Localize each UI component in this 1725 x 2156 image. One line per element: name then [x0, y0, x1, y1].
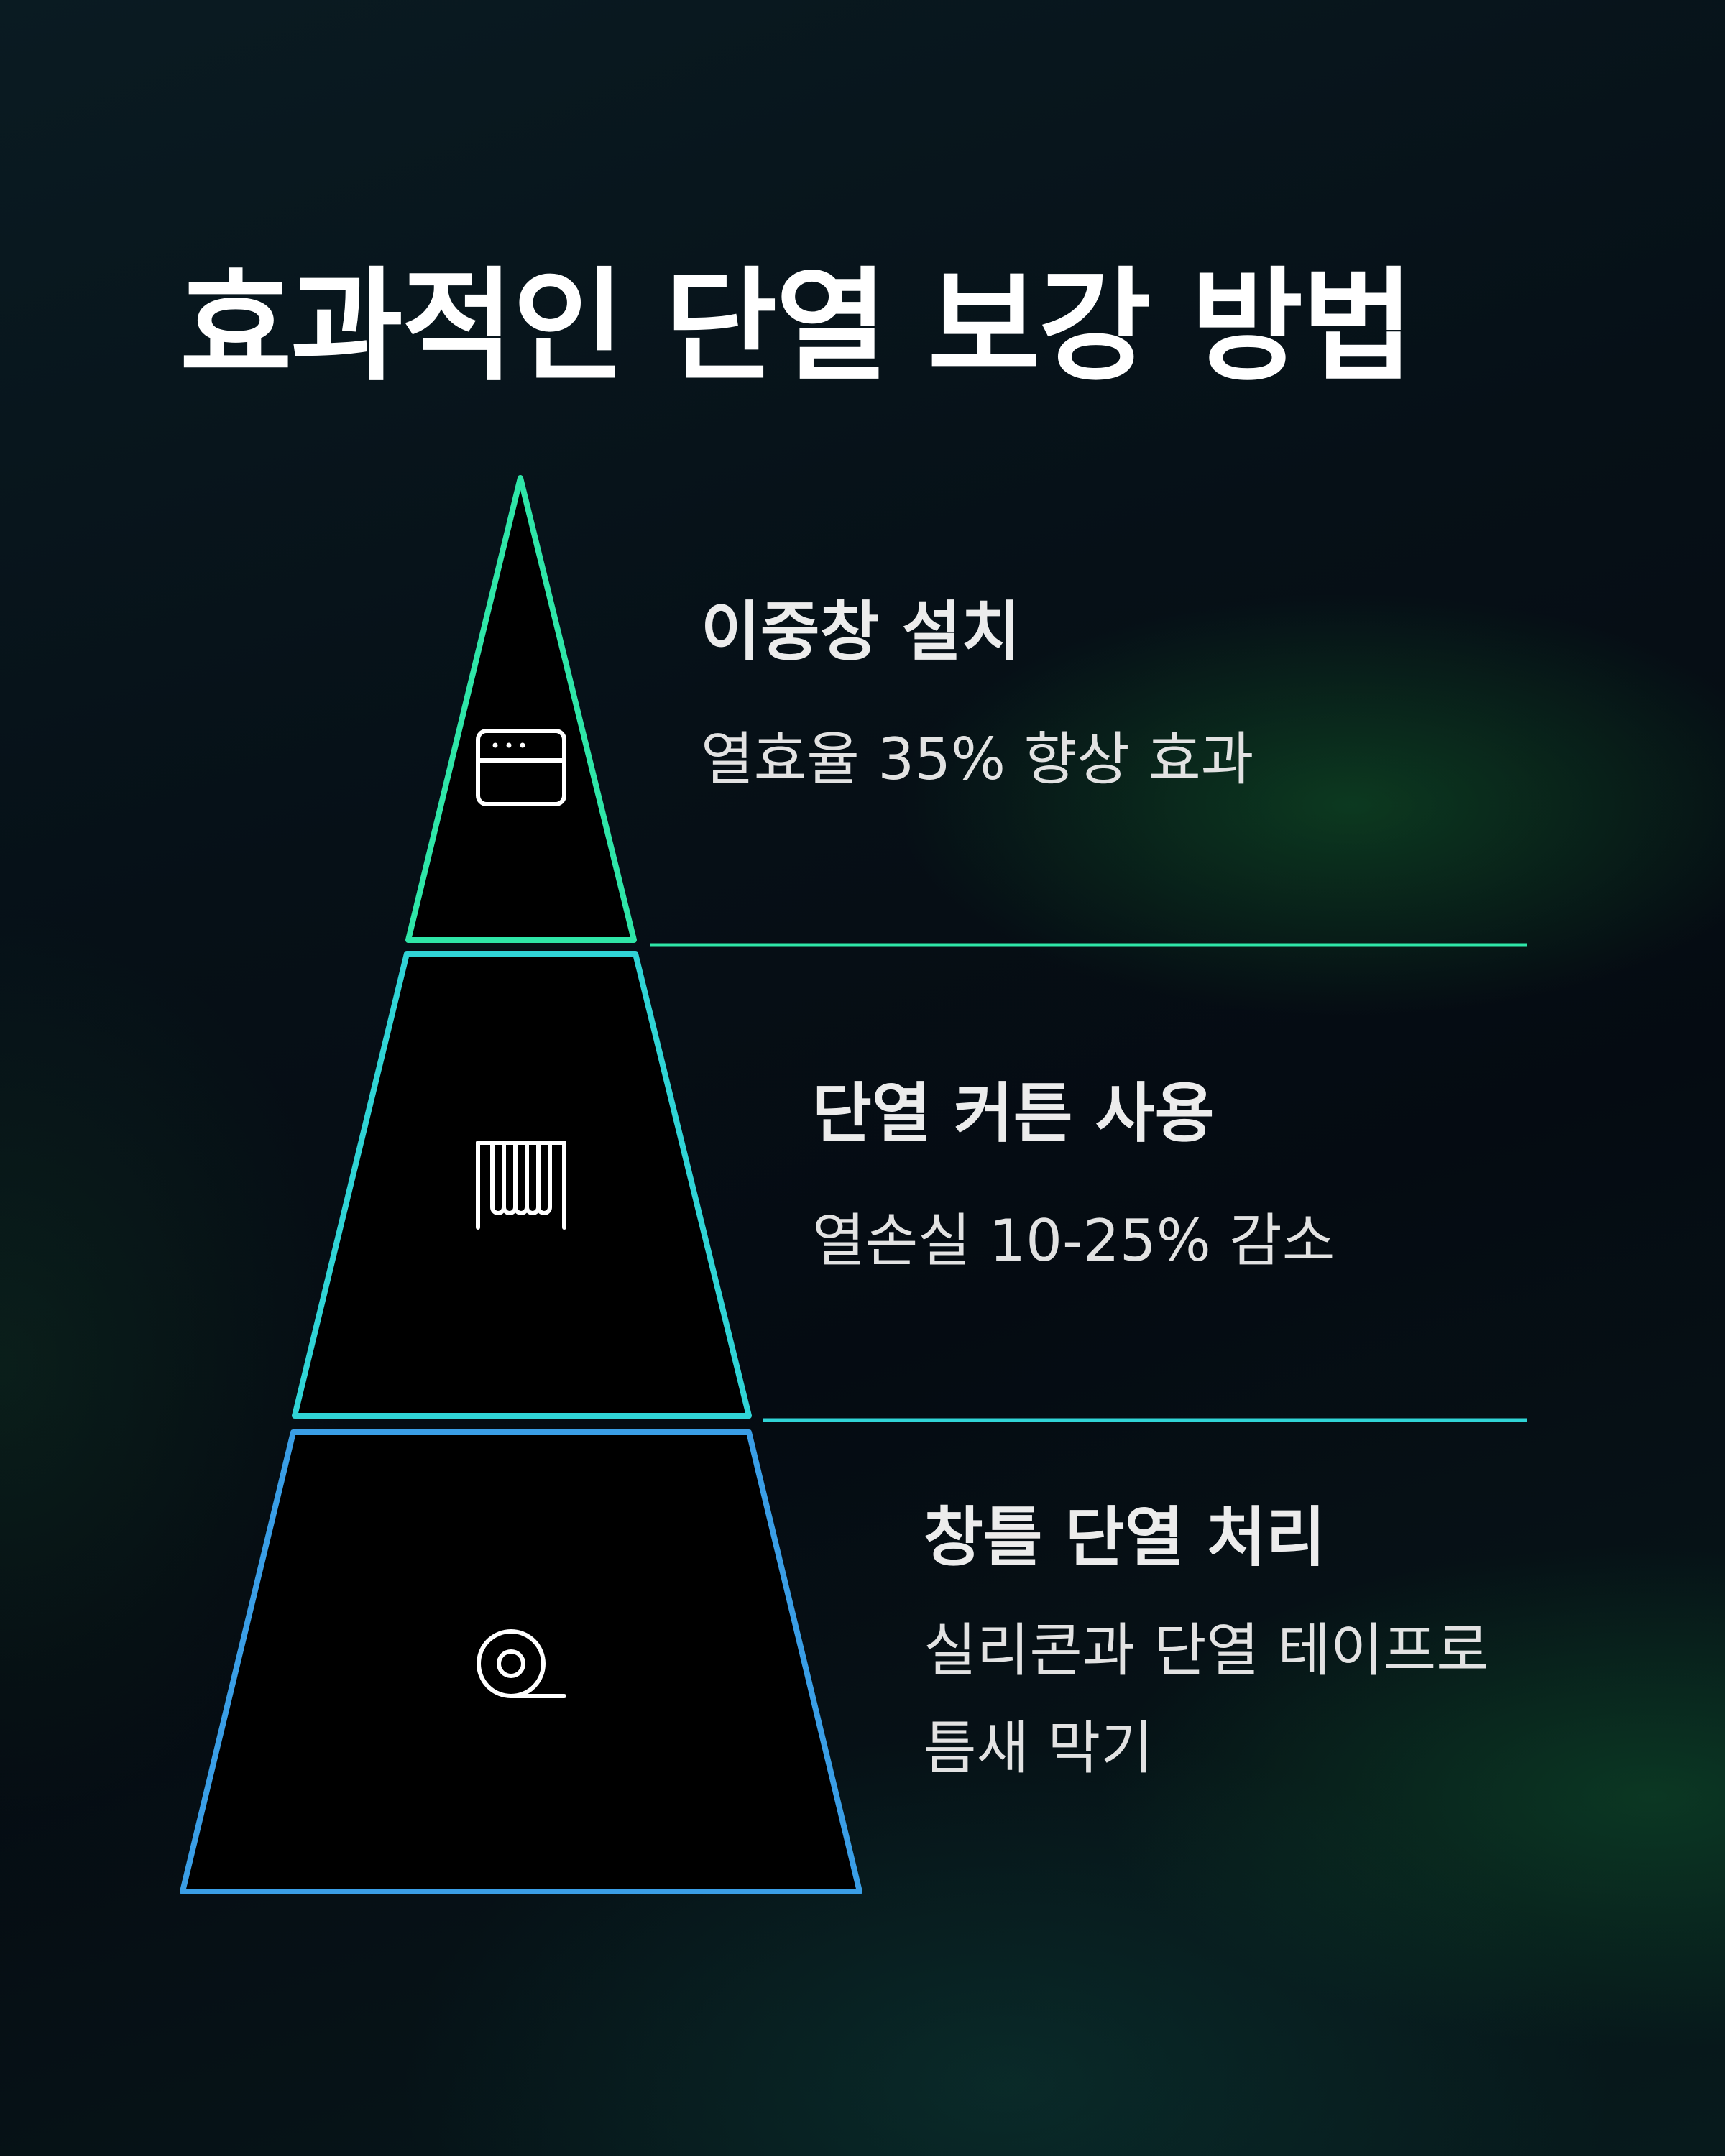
- level-heading: 창틀 단열 처리: [924, 1500, 1326, 1575]
- pyramid-tier-top: [405, 475, 1527, 947]
- level-description: 실리콘과 단열 테이프로 틈새 막기: [924, 1617, 1489, 1782]
- level-item-top: 이중창 설치 열효율 35% 향상 효과: [701, 596, 1254, 808]
- pyramid-tier-bottom: [180, 1429, 862, 1894]
- level-heading: 이중창 설치: [701, 594, 1021, 670]
- tape-roll-icon: [477, 1629, 566, 1698]
- level-item-bottom: 창틀 단열 처리 실리콘과 단열 테이프로 틈새 막기: [924, 1502, 1520, 1797]
- level-item-middle: 단열 커튼 사용 열손실 10-25% 감소: [812, 1078, 1335, 1290]
- level-description: 열효율 35% 향상 효과: [701, 726, 1254, 793]
- pyramid-tier-middle: [292, 951, 1527, 1422]
- level-description: 열손실 10-25% 감소: [812, 1207, 1335, 1274]
- radiator-icon: [476, 1141, 566, 1230]
- window-icon: [476, 729, 566, 806]
- page-title: 효과적인 단열 보강 방법: [180, 256, 1414, 398]
- level-heading: 단열 커튼 사용: [812, 1076, 1215, 1151]
